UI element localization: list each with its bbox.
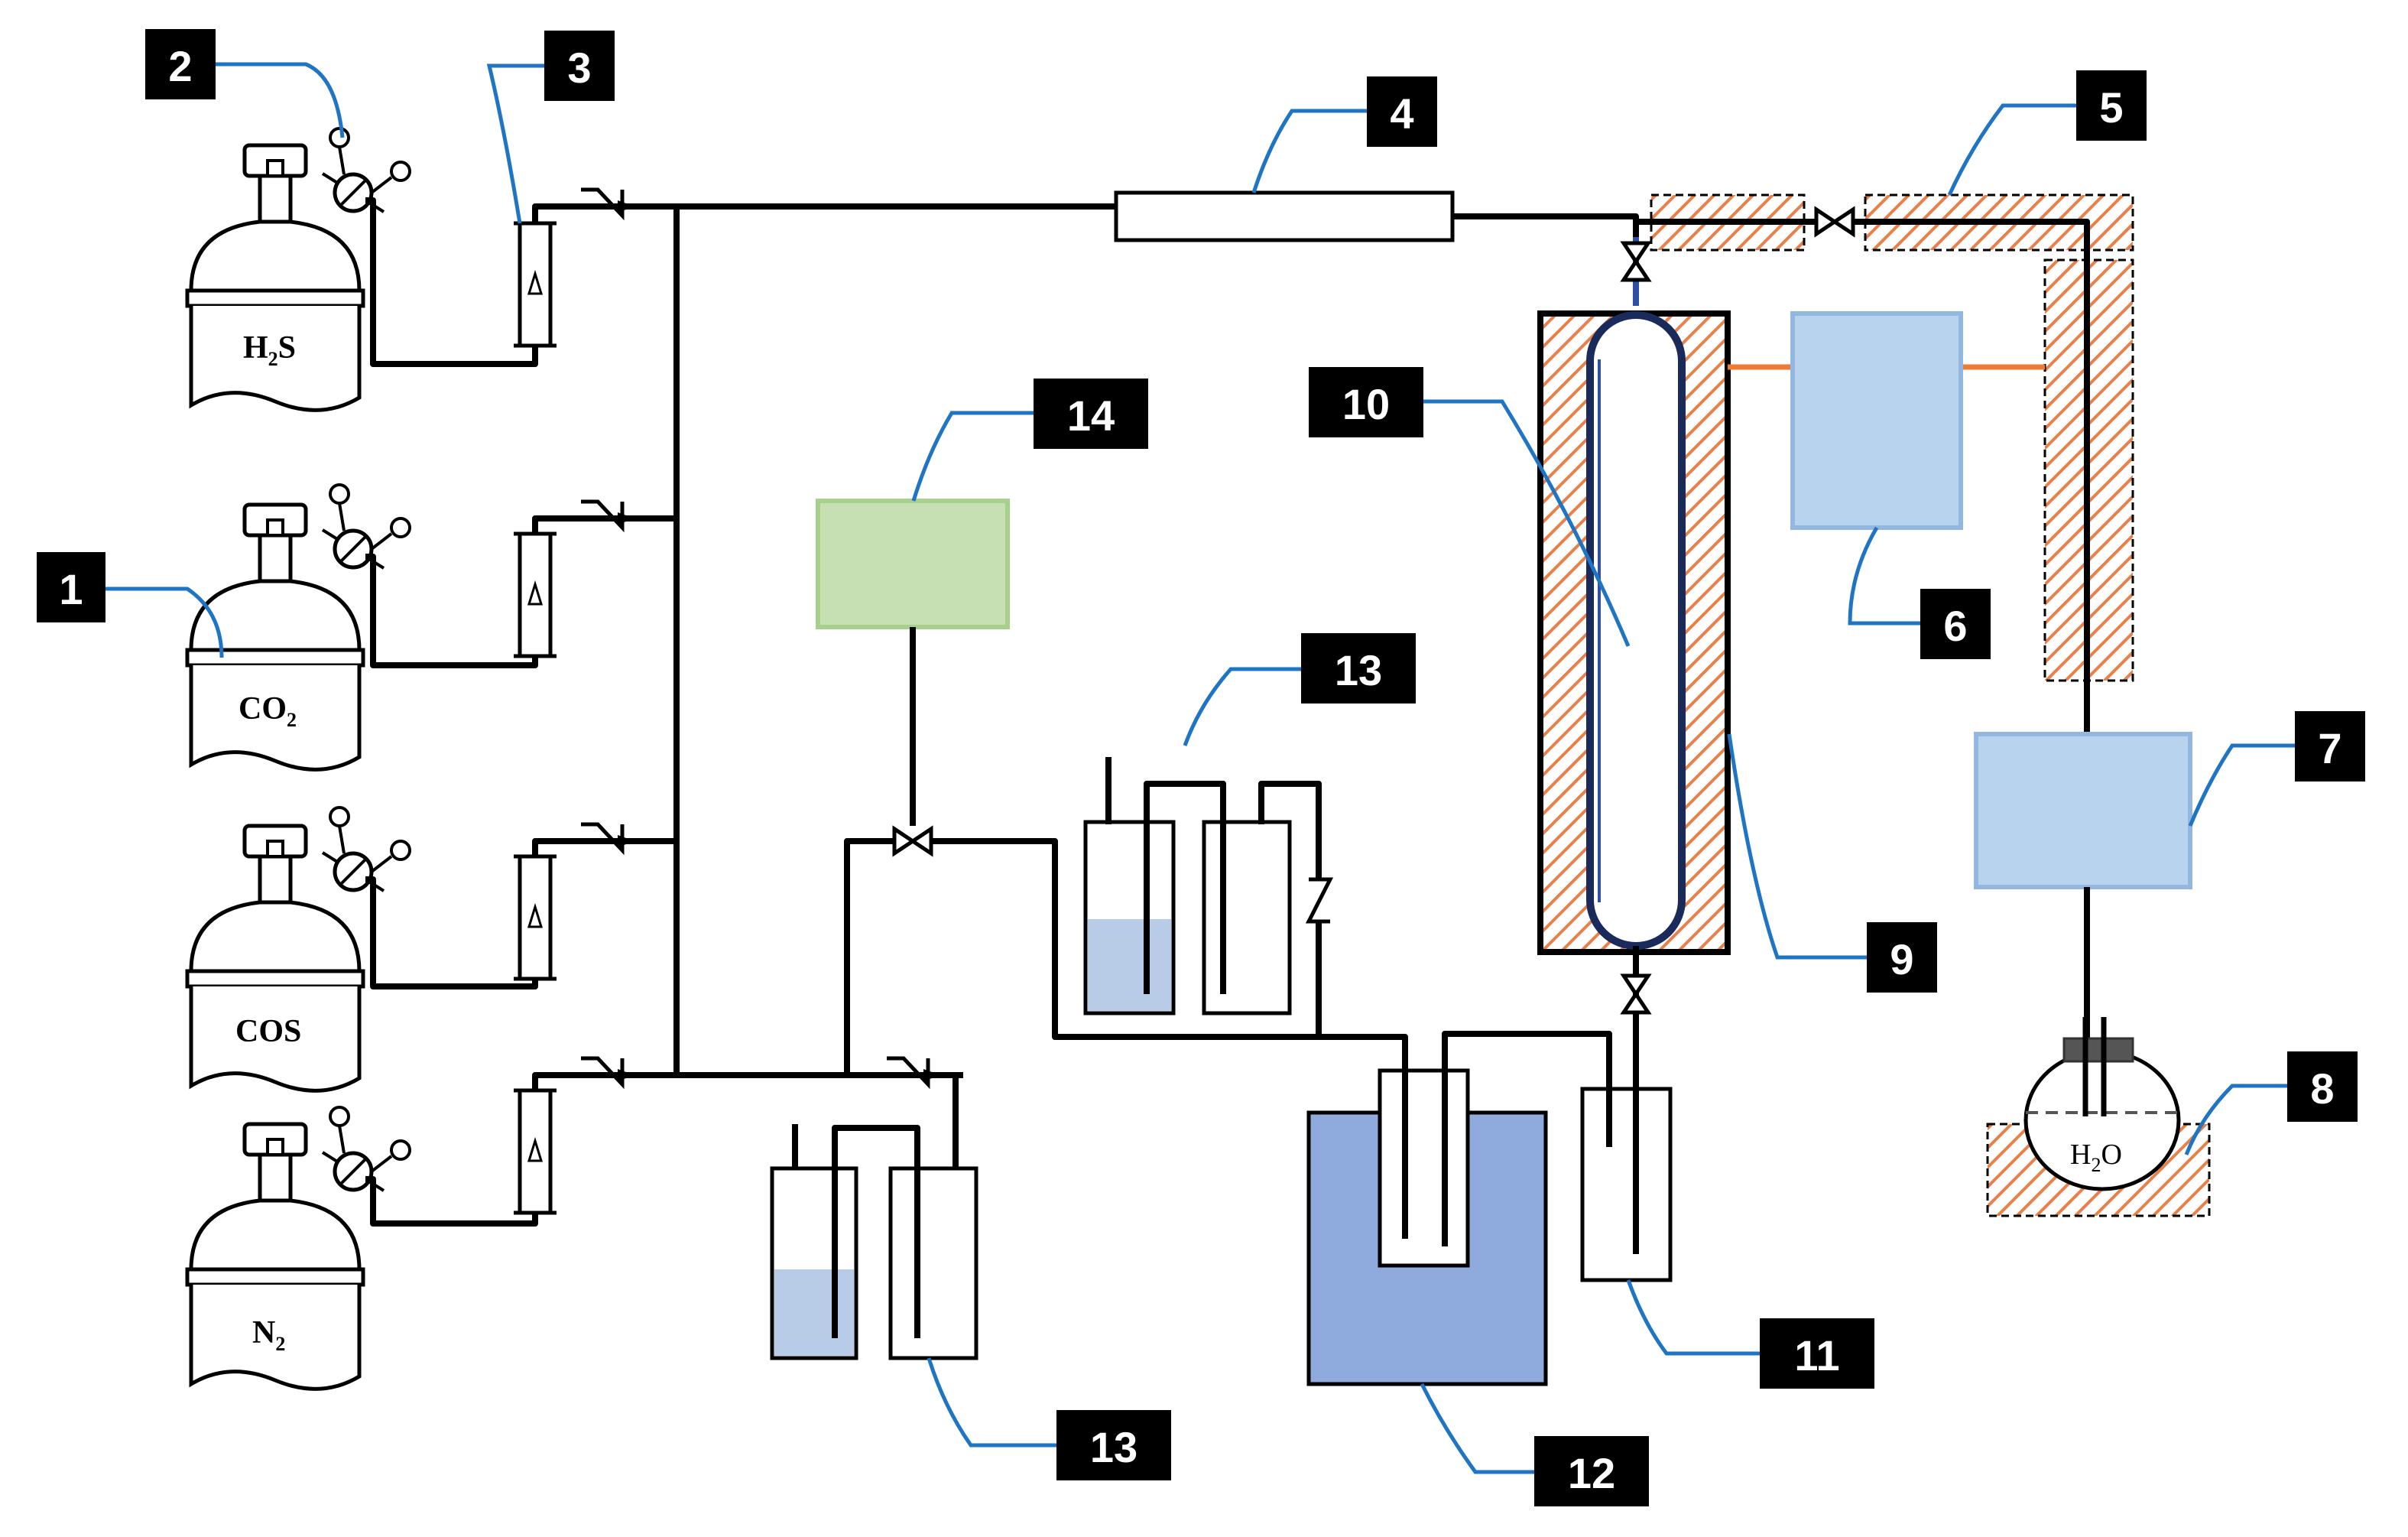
- pump-controller: [1974, 732, 2192, 889]
- callout-14: 14: [911, 379, 1148, 502]
- gas-analyzer: [816, 499, 1010, 629]
- svg-text:10: 10: [1342, 380, 1390, 428]
- check-valve-icon-upper: [1305, 877, 1334, 924]
- callout-10: 10: [1309, 367, 1631, 647]
- co2-label: CO2: [239, 691, 297, 731]
- rotameter-icon-co2: [514, 534, 557, 656]
- svg-text:1: 1: [59, 565, 83, 613]
- svg-text:6: 6: [1943, 602, 1967, 650]
- check-valve-icon-h2s: [566, 190, 657, 216]
- pipe-h2s-rotameter: [365, 197, 538, 367]
- needle-valve-icon-reactor-inlet: [1624, 243, 1648, 280]
- svg-text:13: 13: [1335, 646, 1382, 694]
- h2s-label: H2S: [243, 330, 296, 370]
- svg-text:4: 4: [1390, 89, 1413, 138]
- check-valve-icon-cos: [566, 824, 657, 850]
- pipe-mixer-to-reactor-valve: [1452, 213, 1639, 237]
- svg-text:7: 7: [2318, 724, 2341, 772]
- flask-stopper: [2062, 1037, 2134, 1063]
- svg-text:8: 8: [2310, 1064, 2334, 1113]
- pipe-collector: [1606, 1032, 1639, 1254]
- callout-8: 8: [2184, 1051, 2358, 1155]
- callout-2: 2: [145, 29, 345, 138]
- rotameter-icon-cos: [514, 856, 557, 979]
- callout-13-upper: 13: [1183, 633, 1416, 746]
- callout-13-lower: 13: [927, 1357, 1171, 1480]
- check-valve-icon-bypass: [871, 1058, 963, 1084]
- manifold-vertical: [657, 203, 680, 1078]
- svg-text:3: 3: [567, 44, 591, 92]
- needle-valve-icon-vapor: [1816, 210, 1853, 234]
- absorber-liquid-upper-1: [1088, 919, 1171, 1011]
- check-valve-icon-co2: [566, 502, 657, 528]
- svg-text:9: 9: [1890, 935, 1913, 983]
- svg-text:13: 13: [1090, 1423, 1137, 1471]
- pipe-heated-line: [1636, 219, 2090, 734]
- needle-valve-icon-reactor-outlet: [1624, 976, 1648, 1012]
- callout-9: 9: [1727, 733, 1937, 993]
- flask-label: H2O: [2070, 1139, 2122, 1176]
- pipe-co2-rotameter: [365, 554, 538, 668]
- needle-valve-icon-analyzer: [894, 829, 931, 853]
- callout-6: 6: [1848, 526, 1991, 659]
- svg-text:14: 14: [1067, 392, 1115, 440]
- callout-3: 3: [486, 31, 615, 224]
- condensate-collector: [1580, 1087, 1673, 1282]
- rotameter-icon-n2: [514, 1090, 557, 1213]
- pipe-lower-absorbers: [792, 1124, 920, 1338]
- svg-text:5: 5: [2099, 83, 2123, 132]
- pipe-cos-rotameter: [365, 876, 538, 989]
- n2-label: N2: [252, 1315, 285, 1355]
- pipe-n2-rotameter: [365, 1176, 538, 1227]
- absorber-bottle-lower-2: [888, 1166, 978, 1360]
- svg-text:11: 11: [1794, 1331, 1839, 1379]
- pipe-upper-absorbers: [1105, 757, 1322, 994]
- svg-text:12: 12: [1568, 1449, 1615, 1497]
- absorber-liquid-lower-1: [774, 1269, 854, 1356]
- pipe-valve-right: [931, 838, 1408, 1071]
- callout-12: 12: [1420, 1383, 1649, 1506]
- cos-label: COS: [235, 1014, 301, 1049]
- svg-text:2: 2: [168, 42, 192, 90]
- callout-5: 5: [1947, 70, 2147, 197]
- pipe-valve-left: [844, 838, 894, 1075]
- callout-7: 7: [2188, 711, 2365, 827]
- temperature-controller: [1790, 311, 1963, 530]
- gas-mixer-tube: [1114, 190, 1455, 242]
- check-valve-icon-n2: [566, 1058, 657, 1084]
- absorber-bottle-upper-2: [1202, 820, 1292, 1015]
- callout-4: 4: [1251, 76, 1437, 193]
- callout-1: 1: [37, 552, 224, 658]
- rotameter-icon-h2s: [514, 223, 557, 346]
- fixed-bed-reactor: [1586, 311, 1686, 950]
- callout-11: 11: [1626, 1279, 1874, 1389]
- cold-trap-bottle: [1378, 1068, 1470, 1268]
